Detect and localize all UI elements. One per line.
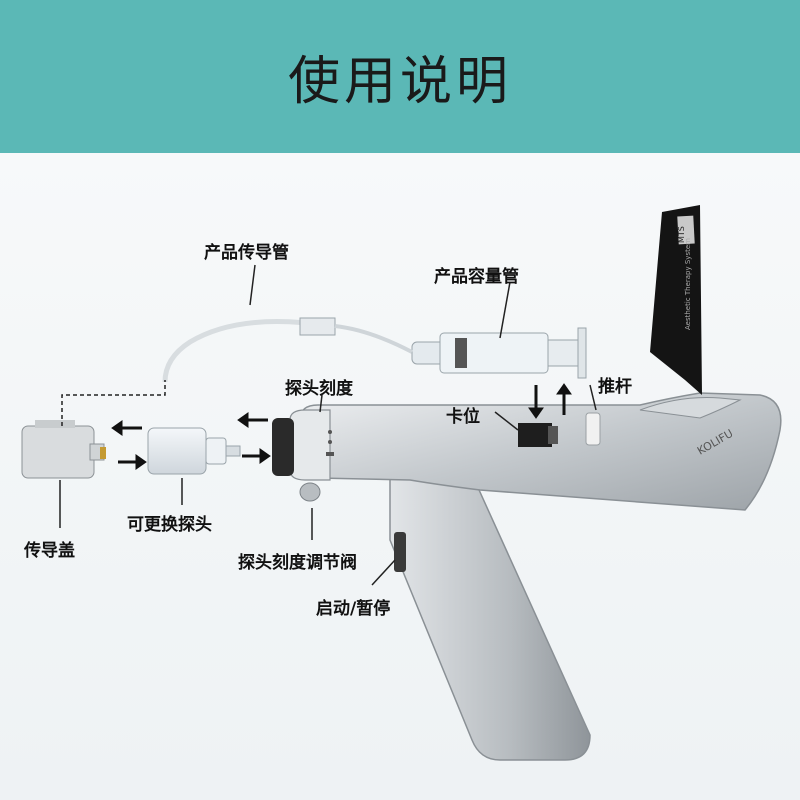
leader-lines — [59, 264, 597, 586]
label-probe-scale-valve: 探头刻度调节阀 — [238, 553, 357, 573]
gun-handle — [389, 469, 591, 761]
scale-valve-knob — [299, 482, 321, 502]
label-latch: 卡位 — [446, 407, 480, 427]
label-replaceable-probe: 可更换探头 — [127, 515, 212, 535]
syringe — [411, 327, 587, 379]
header-banner: 使用说明 — [0, 0, 800, 153]
label-start-pause: 启动/暂停 — [316, 599, 391, 619]
start-pause-button — [394, 532, 406, 572]
label-volume-tube: 产品容量管 — [434, 267, 519, 287]
dashed-connector — [61, 380, 166, 426]
device-screen: MTS Aesthetic Therapy System — [650, 205, 702, 395]
page-title: 使用说明 — [287, 52, 512, 112]
conduction-cap — [21, 420, 106, 479]
gun-barrel — [299, 392, 782, 511]
replaceable-probe — [147, 427, 241, 475]
screen-text: Aesthetic Therapy System — [684, 238, 692, 330]
label-conduction-cap: 传导盖 — [24, 541, 75, 561]
gun-device: KOLIFU — [272, 392, 782, 761]
push-rod — [585, 412, 601, 446]
flow-arrows — [111, 383, 572, 470]
screen-badge: MTS — [677, 226, 686, 243]
label-probe-scale: 探头刻度 — [285, 379, 353, 399]
label-transfer-tube: 产品传导管 — [204, 243, 289, 263]
front-ring — [272, 418, 294, 476]
latch-block — [518, 423, 552, 447]
transfer-tube — [162, 319, 331, 383]
label-push-rod: 推杆 — [598, 377, 632, 397]
